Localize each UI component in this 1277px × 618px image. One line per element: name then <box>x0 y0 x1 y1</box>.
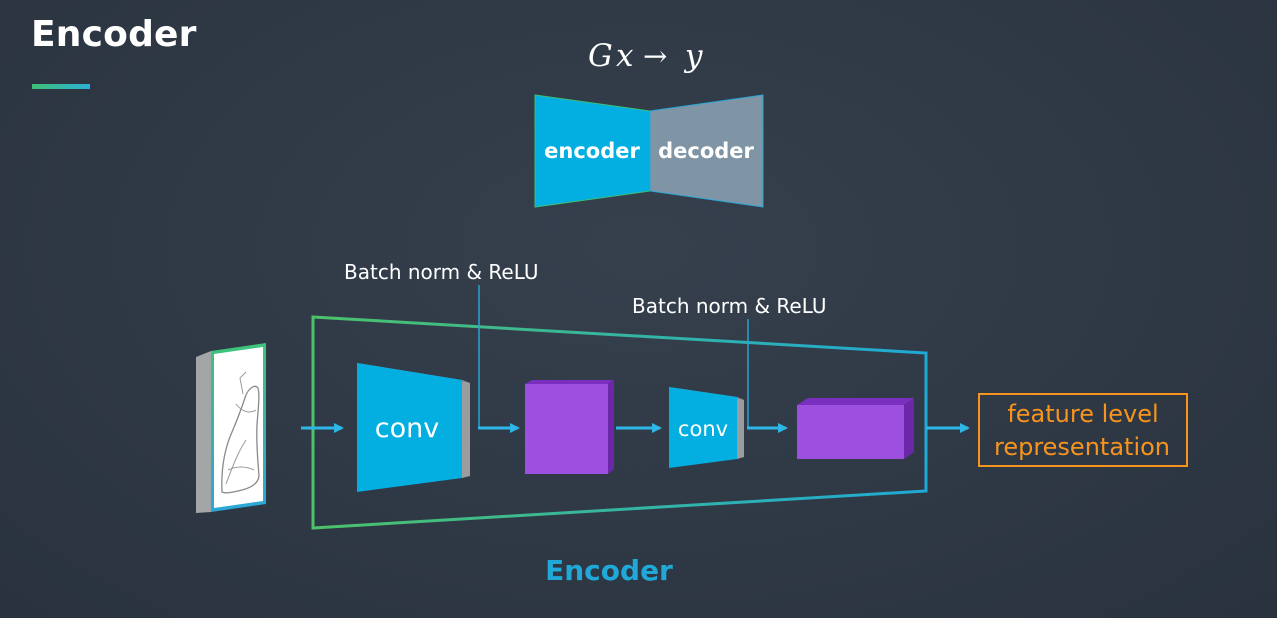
formula-y: y <box>683 38 703 74</box>
output-label-line2: representation <box>994 433 1170 461</box>
formula-g: G <box>588 38 613 74</box>
encoder-outline <box>311 315 928 530</box>
formula-x: x <box>616 38 634 74</box>
title-underline <box>32 84 90 89</box>
encoder-caption: Encoder <box>545 554 673 587</box>
encoder-decoder-bowtie: encoder decoder <box>534 94 764 208</box>
conv-label-1: conv <box>375 413 439 444</box>
output-label-line1: feature level <box>1007 400 1158 428</box>
feature-map-1 <box>525 380 614 474</box>
generator-formula: G x → y <box>588 38 703 74</box>
bn-relu-label-2: Batch norm & ReLU <box>632 294 827 318</box>
decoder-label: decoder <box>658 139 754 163</box>
formula-arrow: → <box>643 39 667 73</box>
conv-label-2: conv <box>678 417 728 441</box>
feature-map-2 <box>797 398 914 459</box>
page-title: Encoder <box>31 14 197 55</box>
shoe-sketch-icon <box>196 343 266 513</box>
feature-representation-box: feature level representation <box>978 393 1188 467</box>
decoder-block <box>649 94 764 208</box>
encoder-label: encoder <box>544 139 640 163</box>
conv-layer-2: conv <box>669 387 744 468</box>
bn-relu-label-1: Batch norm & ReLU <box>344 260 539 284</box>
conv-layer-1: conv <box>357 363 470 492</box>
